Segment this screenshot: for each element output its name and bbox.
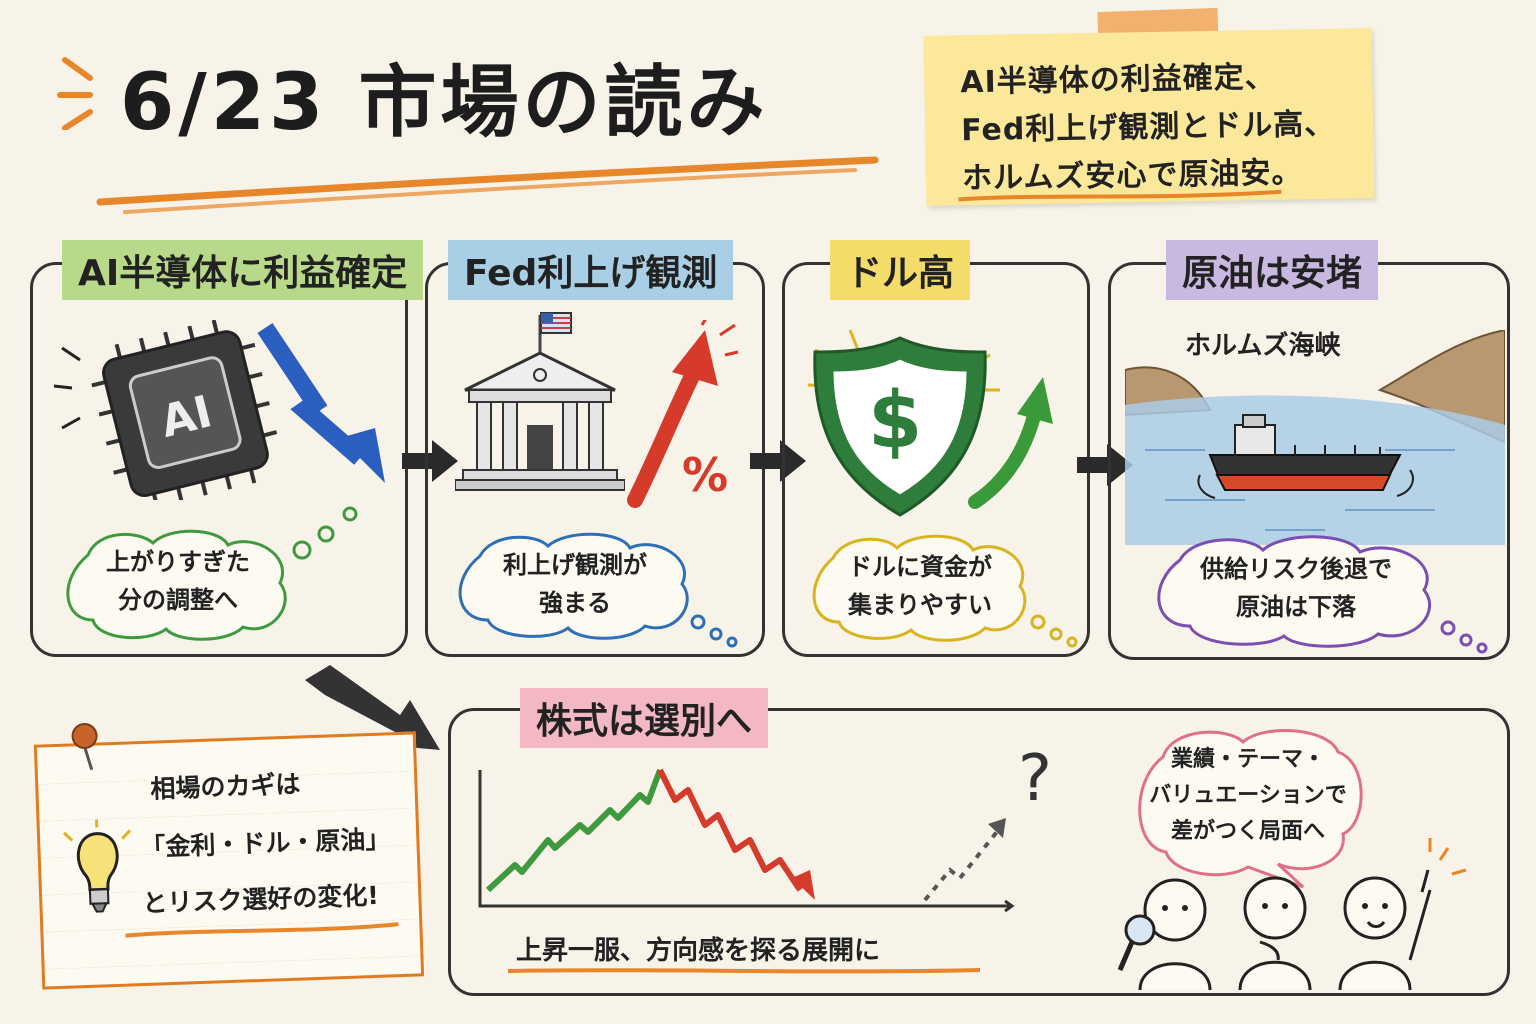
thought-bubble-ai <box>66 529 287 641</box>
green-up-line <box>485 768 663 893</box>
key-line-2: 「金利・ドル・原油」 <box>139 824 391 863</box>
bubble-oil-line-1: 供給リスク後退で <box>1200 555 1392 583</box>
panel-oil-title: 原油は安堵 <box>1166 240 1379 300</box>
dollar-shield-icon <box>807 329 1000 517</box>
dollar-symbol: $ <box>868 376 923 466</box>
summary-line-1: AI半導体の利益確定、 <box>960 59 1277 101</box>
caption-underline <box>507 968 981 974</box>
bubble-oil-text: 供給リスク後退で 原油は下落 <box>1148 550 1444 626</box>
thought-bubble-fed <box>458 532 689 640</box>
pushpin-icon <box>71 722 98 771</box>
diagonal-arrow-icon <box>305 665 440 750</box>
summary-line-2: Fed利上げ観測とドル高、 <box>960 106 1336 149</box>
key-factors-card: 相場のカギは 「金利・ドル・原油」 とリスク選好の変化! <box>33 722 425 990</box>
stock-chart <box>478 768 1015 913</box>
bubble-stocks-line-2: バリュエーションで <box>1149 783 1347 808</box>
thought-dots-fed <box>690 614 738 648</box>
bubble-dollar-line-1: ドルに資金が <box>848 553 992 581</box>
tanker-strait-icon <box>1125 330 1505 545</box>
ai-chip-icon: AI <box>53 320 278 500</box>
speech-bubble-stocks <box>1138 729 1363 889</box>
bubble-stocks-text: 業績・テーマ・ バリュエーションで 差がつく局面へ <box>1128 742 1368 850</box>
thought-dots-dollar <box>1030 614 1078 648</box>
title-accent-ticks-icon <box>57 57 93 130</box>
strait-label: ホルムズ海峡 <box>1185 331 1341 361</box>
summary-underline <box>958 189 1282 202</box>
bubble-oil-line-2: 原油は下落 <box>1236 593 1356 621</box>
panel-stocks-title: 株式は選別へ <box>520 688 769 748</box>
bubble-dollar-line-2: 集まりやすい <box>848 591 992 619</box>
bubble-fed-line-2: 強まる <box>539 589 611 617</box>
percent-symbol: % <box>682 448 729 502</box>
bubble-dollar-text: ドルに資金が 集まりやすい <box>805 548 1035 624</box>
red-down-line <box>657 768 803 892</box>
chip-label: AI <box>156 386 217 448</box>
bubble-ai-line-1: 上がりすぎた <box>106 548 250 576</box>
bubble-ai-line-2: 分の調整へ <box>118 586 238 614</box>
flow-arrow-3-icon <box>1077 444 1133 486</box>
panel-stocks <box>448 708 1510 996</box>
rising-green-arrow-icon <box>968 377 1053 509</box>
page-title: 6/23 市場の読み <box>120 58 769 148</box>
bubble-fed-text: 利上げ観測が 強まる <box>450 546 700 622</box>
lightbulb-icon <box>62 818 131 913</box>
panel-ai-title: AI半導体に利益確定 <box>62 240 424 300</box>
key-underline <box>125 922 399 938</box>
central-bank-building-icon <box>455 312 625 491</box>
panel-fed-title: Fed利上げ観測 <box>448 240 734 300</box>
title-underline <box>96 156 879 214</box>
bubble-stocks-line-1: 業績・テーマ・ <box>1170 747 1325 772</box>
investor-figures-icon <box>1117 838 1467 990</box>
thought-dots-oil <box>1440 620 1488 654</box>
bubble-fed-line-1: 利上げ観測が <box>503 551 647 579</box>
thought-bubble-oil <box>1157 535 1431 648</box>
panel-dollar-title: ドル高 <box>830 240 971 300</box>
key-line-3: とリスク選好の変化! <box>141 880 380 919</box>
bubble-ai-text: 上がりすぎた 分の調整へ <box>58 543 298 619</box>
thought-bubble-dollar <box>812 534 1027 642</box>
flow-arrow-1-icon <box>402 440 458 482</box>
rising-red-arrow-icon <box>627 320 739 508</box>
flow-arrow-2-icon <box>750 440 806 482</box>
chart-axes <box>478 770 1010 908</box>
stocks-caption: 上昇一服、方向感を探る展開に <box>516 936 881 966</box>
bubble-stocks-line-3: 差がつく局面へ <box>1170 819 1325 844</box>
question-mark: ? <box>1018 742 1052 816</box>
summary-note: AI半導体の利益確定、 Fed利上げ観測とドル高、 ホルムズ安心で原油安。 <box>923 28 1375 206</box>
down-zigzag-arrow-icon <box>257 323 385 483</box>
key-line-1: 相場のカギは <box>149 769 301 804</box>
thought-dots-ai <box>292 506 358 560</box>
dotted-recovery-line <box>923 826 1002 902</box>
